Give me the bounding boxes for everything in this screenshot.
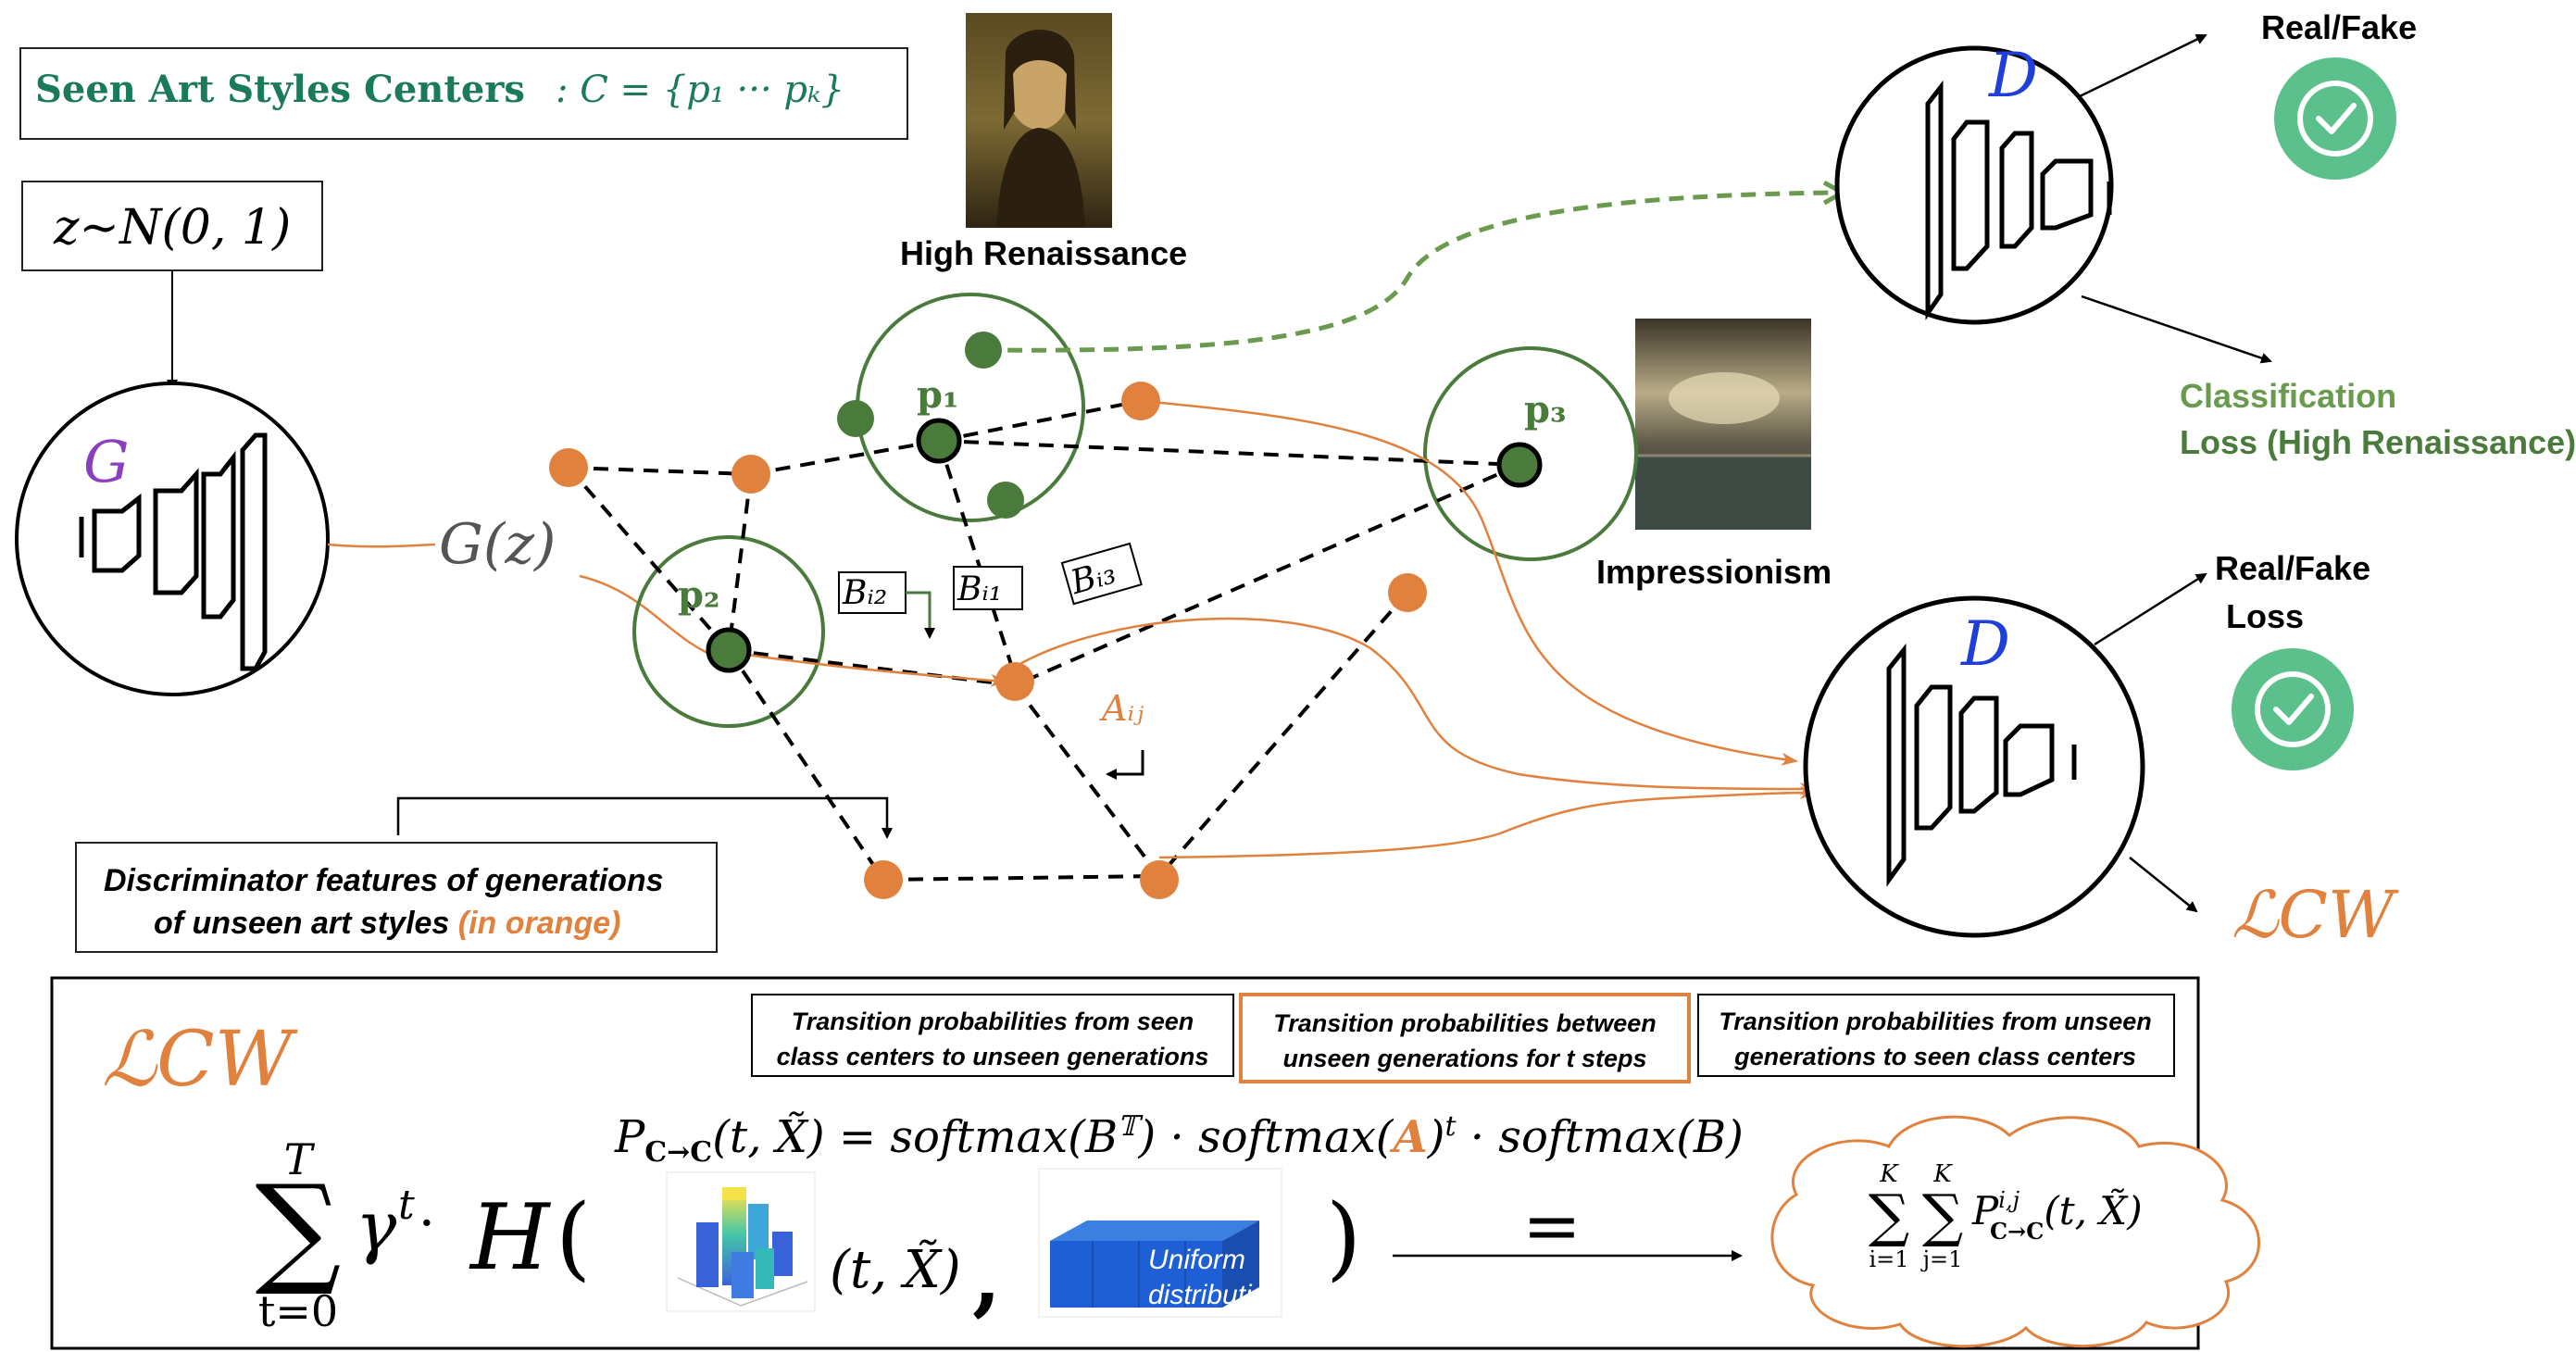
discriminator-top-loss-line1: Classification (2180, 377, 2396, 415)
discriminator-top-letter: D (1988, 40, 2038, 111)
features-box: Discriminator features of generations of… (75, 796, 893, 953)
green-flow-curve (982, 193, 1841, 353)
transition-prob-thumbnail (666, 1171, 816, 1312)
discriminator-bottom-loss: ℒCW (2232, 877, 2399, 953)
svg-text:Transition probabilities betwe: Transition probabilities between (1273, 1009, 1657, 1037)
gz-line-left (327, 543, 436, 548)
gz-label: G(z) (439, 512, 556, 577)
svg-text:unseen generations for t steps: unseen generations for t steps (1282, 1045, 1646, 1072)
edge-label-bi1: Bᵢ₁ (953, 566, 1023, 610)
equals-sign: = (1522, 1184, 1582, 1267)
generator: G (15, 382, 330, 696)
discriminator-top-loss-line2: Loss (High Renaissance) (2180, 423, 2576, 461)
seen-centers-label: Seen Art Styles Centers (35, 68, 525, 111)
svg-text:Bᵢ₁: Bᵢ₁ (957, 570, 1002, 608)
svg-text:of unseen art styles (in orang: of unseen art styles (in orange) (154, 906, 620, 941)
edge-label-bi2: Bᵢ₂ (838, 571, 935, 639)
gz-line-right (579, 574, 723, 661)
graph-edges (567, 399, 1520, 882)
high-renaissance-painting (966, 13, 1112, 228)
check-icon-bottom (2232, 648, 2354, 770)
seen-centers-box: Seen Art Styles Centers : C = {p₁ ··· pₖ… (19, 47, 908, 140)
discriminator-bottom: D Real/Fake Loss ℒCW (1803, 549, 2399, 953)
p1-label: p₁ (917, 373, 959, 417)
svg-text:K: K (1932, 1160, 1953, 1188)
sum-bottom: t=0 (258, 1286, 338, 1336)
equation-panel: ℒCW Transition probabilities from seen c… (50, 976, 2260, 1350)
equation-loss-title: ℒCW (102, 1016, 298, 1104)
p2-label: p₂ (678, 573, 720, 617)
entropy-H: H (469, 1185, 552, 1291)
discriminator-top-realfake: Real/Fake (2261, 8, 2417, 46)
noise-label: z∼N(0, 1) (53, 200, 291, 256)
class-center-nodes (706, 418, 1543, 673)
svg-text:j=1: j=1 (1920, 1246, 1963, 1272)
sum-symbol: ∑ (256, 1158, 342, 1299)
check-icon-top (2274, 57, 2396, 180)
high-renaissance-cluster (856, 293, 1085, 522)
edge-label-aij: Aᵢⱼ (1099, 688, 1144, 780)
box-unseen-t-steps: Transition probabilities between unseen … (1239, 993, 1691, 1083)
svg-text:Transition probabilities from: Transition probabilities from seen (792, 1008, 1194, 1035)
uniform-distribution-thumbnail: Uniform distributi (1038, 1168, 1282, 1318)
gamma: γ (356, 1187, 397, 1267)
svg-text:Aᵢⱼ: Aᵢⱼ (1099, 688, 1144, 729)
impressionism-label: Impressionism (1596, 553, 1832, 591)
entropy-open-paren: ( (556, 1185, 591, 1291)
seen-sample-nodes (837, 332, 1024, 519)
entropy-close-paren: ) (1326, 1185, 1361, 1291)
discriminator-top-network-icon (1925, 80, 2112, 320)
gamma-sup: t (398, 1182, 415, 1229)
box-seen-to-unseen: Transition probabilities from seen class… (751, 994, 1234, 1077)
seen-centers-formula: : C = {p₁ ··· pₖ} (556, 69, 844, 111)
features-line2-prefix: of unseen art styles (154, 906, 458, 941)
svg-text:generations to seen class cen: generations to seen class centers (1733, 1043, 2136, 1070)
svg-text:Uniform: Uniform (1148, 1245, 1245, 1275)
svg-text:Transition probabilities from: Transition probabilities from unseen (1719, 1008, 2152, 1035)
impressionism-painting (1635, 319, 1811, 530)
generator-network-icon (79, 432, 268, 671)
features-line2-highlight: (in orange) (458, 906, 621, 941)
discriminator-bottom-letter: D (1960, 608, 2010, 680)
svg-text:∑: ∑ (1922, 1182, 1963, 1249)
discriminator-bottom-realfake-line2: Loss (2226, 597, 2304, 635)
result-cloud (1770, 1115, 2260, 1348)
svg-text:Bᵢ₂: Bᵢ₂ (842, 574, 887, 612)
discriminator-bottom-realfake-line1: Real/Fake (2215, 549, 2370, 587)
p2-cluster (632, 535, 825, 728)
prob-args: (t, X̃) (830, 1239, 961, 1300)
svg-text:i=1: i=1 (1869, 1246, 1908, 1272)
svg-text:∑: ∑ (1869, 1182, 1909, 1249)
noise-box: z∼N(0, 1) (21, 181, 323, 391)
svg-text:K: K (1879, 1160, 1899, 1188)
high-renaissance-label: High Renaissance (900, 234, 1187, 272)
sum-top: T (284, 1134, 316, 1184)
flow-curves (740, 399, 1817, 859)
svg-text:class centers to unseen genera: class centers to unseen generations (777, 1043, 1209, 1070)
discriminator-top: D Real/Fake Classification Loss (High Re… (1834, 8, 2576, 461)
features-line1: Discriminator features of generations (104, 863, 664, 898)
p3-label: p₃ (1524, 388, 1567, 432)
gamma-dot: · (419, 1194, 435, 1254)
discriminator-bottom-network-icon (1886, 643, 2077, 887)
equation-main: PC→C(t, X̃) = softmax(B𝕋) · softmax(A)t … (614, 1109, 1744, 1169)
box-unseen-to-seen: Transition probabilities from unseen gen… (1697, 994, 2175, 1077)
svg-text:distributi: distributi (1148, 1280, 1253, 1310)
comma: , (972, 1228, 1001, 1326)
edge-label-bi3: Bᵢ₃ (1060, 542, 1143, 606)
unseen-generation-nodes (549, 382, 1427, 899)
impressionism-cluster (1423, 346, 1638, 561)
generator-letter: G (83, 428, 130, 495)
